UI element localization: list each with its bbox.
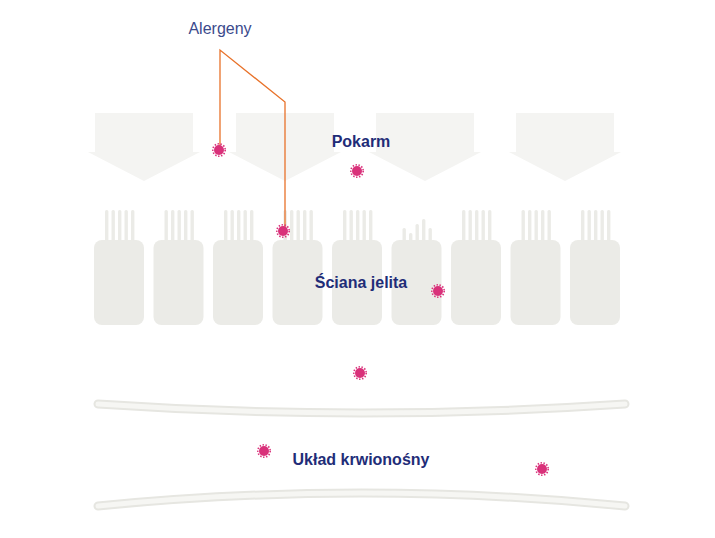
- food-arrow: [88, 113, 200, 181]
- microvillus: [237, 210, 240, 241]
- microvillus: [462, 210, 465, 241]
- microvillus: [191, 210, 194, 241]
- microvillus: [350, 210, 353, 241]
- microvillus: [112, 210, 115, 241]
- food-arrow: [509, 113, 621, 181]
- callout-label: Alergeny: [188, 19, 251, 38]
- leader-line: [220, 50, 285, 228]
- food-arrows: [88, 113, 621, 181]
- microvillus: [548, 210, 551, 241]
- allergen-spike: [432, 285, 444, 297]
- microvillus: [416, 224, 419, 241]
- microvillus: [178, 210, 181, 241]
- microvillus: [488, 210, 491, 241]
- microvillus: [356, 210, 359, 241]
- blood-vessel: [98, 404, 625, 506]
- microvillus: [594, 210, 597, 241]
- cell: [451, 240, 501, 325]
- microvillus: [422, 219, 425, 241]
- microvillus: [131, 210, 134, 241]
- microvillus: [165, 210, 168, 241]
- allergen-spike: [258, 445, 270, 457]
- allergen: [214, 145, 224, 155]
- microvillus: [482, 210, 485, 241]
- microvillus: [588, 210, 591, 241]
- microvillus: [475, 210, 478, 241]
- allergen: [433, 286, 443, 296]
- microvillus: [429, 228, 432, 241]
- microvillus: [118, 210, 121, 241]
- microvillus: [105, 210, 108, 241]
- allergen-spike: [354, 367, 366, 379]
- microvillus: [522, 210, 525, 241]
- microvillus: [224, 210, 227, 241]
- allergen-spike: [277, 225, 289, 237]
- allergen-spike: [213, 144, 225, 156]
- microvillus: [409, 233, 412, 241]
- cell: [154, 240, 204, 325]
- microvillus: [601, 210, 604, 241]
- microvillus: [403, 228, 406, 241]
- region-label: Układ krwionośny: [293, 450, 430, 469]
- allergen-dots: [213, 144, 548, 475]
- microvillus: [343, 210, 346, 241]
- microvillus: [231, 210, 234, 241]
- allergen: [278, 226, 288, 236]
- microvillus: [250, 210, 253, 241]
- cell: [94, 240, 144, 325]
- allergen: [355, 368, 365, 378]
- microvillus: [290, 210, 293, 241]
- cell: [511, 240, 561, 325]
- microvillus: [184, 210, 187, 241]
- microvillus: [369, 210, 372, 241]
- allergen: [352, 166, 362, 176]
- cell: [570, 240, 620, 325]
- microvillus: [528, 210, 531, 241]
- allergen-spike: [536, 463, 548, 475]
- region-label: Pokarm: [332, 132, 391, 151]
- microvillus: [541, 210, 544, 241]
- region-label: Ściana jelita: [315, 273, 408, 292]
- microvillus: [469, 210, 472, 241]
- allergen-spike: [351, 165, 363, 177]
- microvillus: [581, 210, 584, 241]
- microvillus: [607, 210, 610, 241]
- microvillus: [244, 210, 247, 241]
- microvillus: [535, 210, 538, 241]
- microvillus: [303, 210, 306, 241]
- microvillus: [171, 210, 174, 241]
- allergen: [259, 446, 269, 456]
- microvillus: [310, 210, 313, 241]
- allergen: [537, 464, 547, 474]
- microvillus: [125, 210, 128, 241]
- cell: [213, 240, 263, 325]
- microvillus: [297, 210, 300, 241]
- intestine-cells: [94, 210, 620, 325]
- microvillus: [363, 210, 366, 241]
